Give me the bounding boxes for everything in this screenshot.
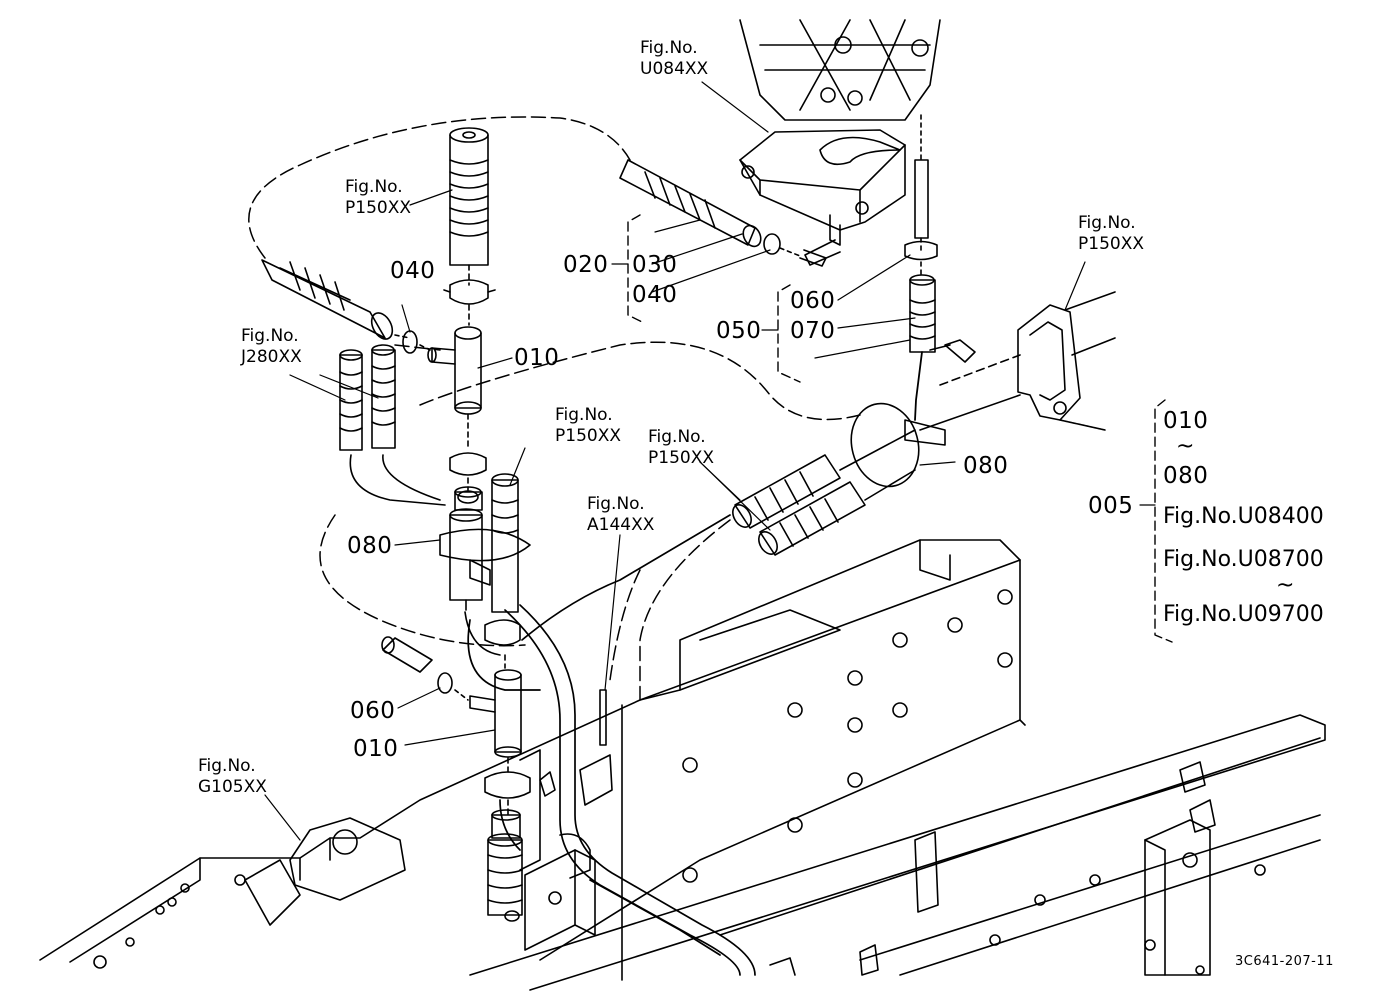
part-070: 070 — [790, 318, 836, 344]
fig-ref-a144-prefix: Fig.No. — [587, 494, 645, 514]
tee-fitting-lower — [469, 669, 531, 922]
part-080-left: 080 — [347, 533, 393, 559]
assembly-ref-2: Fig.No.U08700 — [1163, 547, 1324, 572]
fig-ref-p150-b: Fig.No. P150XX — [1078, 213, 1144, 255]
part-060-bottom: 060 — [350, 698, 396, 724]
hose-050 — [904, 237, 938, 421]
part-030: 030 — [632, 252, 678, 278]
assembly-range-mark-2: ~ — [1276, 573, 1295, 598]
assembly-range-mark: ~ — [1176, 434, 1195, 459]
fig-ref-g105-prefix: Fig.No. — [198, 756, 256, 776]
fig-ref-p150-c-code: P150XX — [555, 426, 621, 446]
fig-ref-g105: Fig.No. G105XX — [198, 756, 267, 798]
part-060-top: 060 — [790, 288, 836, 314]
hose-angled-right — [619, 159, 827, 267]
central-hose-bundle — [439, 473, 531, 669]
hose-vertical-top — [443, 127, 496, 326]
fig-ref-p150-b-code: P150XX — [1078, 234, 1144, 254]
clamp-060-lower — [381, 636, 469, 701]
fig-ref-u084-code: U084XX — [640, 59, 709, 79]
fig-ref-p150-a-prefix: Fig.No. — [345, 177, 403, 197]
dashed-cable-routes — [248, 116, 861, 701]
fig-ref-p150-a: Fig.No. P150XX — [345, 177, 411, 219]
group-brackets — [627, 214, 1173, 643]
part-010-bottom: 010 — [353, 736, 399, 762]
fig-ref-p150-a-code: P150XX — [345, 198, 411, 218]
fig-ref-p150-c: Fig.No. P150XX — [555, 405, 621, 447]
fig-ref-j280-prefix: Fig.No. — [241, 326, 299, 346]
fig-ref-p150-b-prefix: Fig.No. — [1078, 213, 1136, 233]
part-005: 005 — [1088, 493, 1134, 519]
assembly-ref-3: Fig.No.U09700 — [1163, 602, 1324, 627]
fig-ref-u084: Fig.No. U084XX — [640, 38, 708, 80]
bracket-clamp — [919, 291, 1116, 431]
fig-ref-j280-code: J280XX — [241, 347, 302, 367]
fig-ref-a144: Fig.No. A144XX — [587, 494, 654, 536]
assembly-ref-1: Fig.No.U08400 — [1163, 504, 1324, 529]
fig-ref-p150-d-prefix: Fig.No. — [648, 427, 706, 447]
assembly-to: 080 — [1163, 463, 1209, 489]
springs-j280 — [339, 344, 446, 506]
fig-ref-p150-c-prefix: Fig.No. — [555, 405, 613, 425]
fig-ref-p150-d: Fig.No. P150XX — [648, 427, 714, 469]
tee-fitting-upper — [427, 326, 487, 511]
drawing-code: 3C641-207-11 — [1235, 954, 1334, 969]
springs-p150-right — [732, 402, 946, 556]
part-080-right: 080 — [963, 453, 1009, 479]
part-040-right: 040 — [632, 282, 678, 308]
part-050: 050 — [716, 318, 762, 344]
fig-ref-j280: Fig.No. J280XX — [241, 326, 302, 368]
flex-hoses — [467, 514, 756, 976]
chassis-frame — [39, 539, 1326, 991]
part-040-left: 040 — [390, 258, 436, 284]
part-020: 020 — [563, 252, 609, 278]
leader-lines — [264, 81, 1156, 841]
fig-ref-p150-d-code: P150XX — [648, 448, 714, 468]
fig-ref-u084-prefix: Fig.No. — [640, 38, 698, 58]
vertical-post — [519, 689, 623, 981]
assembly-from: 010 — [1163, 408, 1209, 434]
fig-ref-a144-code: A144XX — [587, 515, 655, 535]
fig-ref-g105-code: G105XX — [198, 777, 267, 797]
part-010-top: 010 — [514, 345, 560, 371]
cylinder-assembly — [739, 19, 941, 266]
